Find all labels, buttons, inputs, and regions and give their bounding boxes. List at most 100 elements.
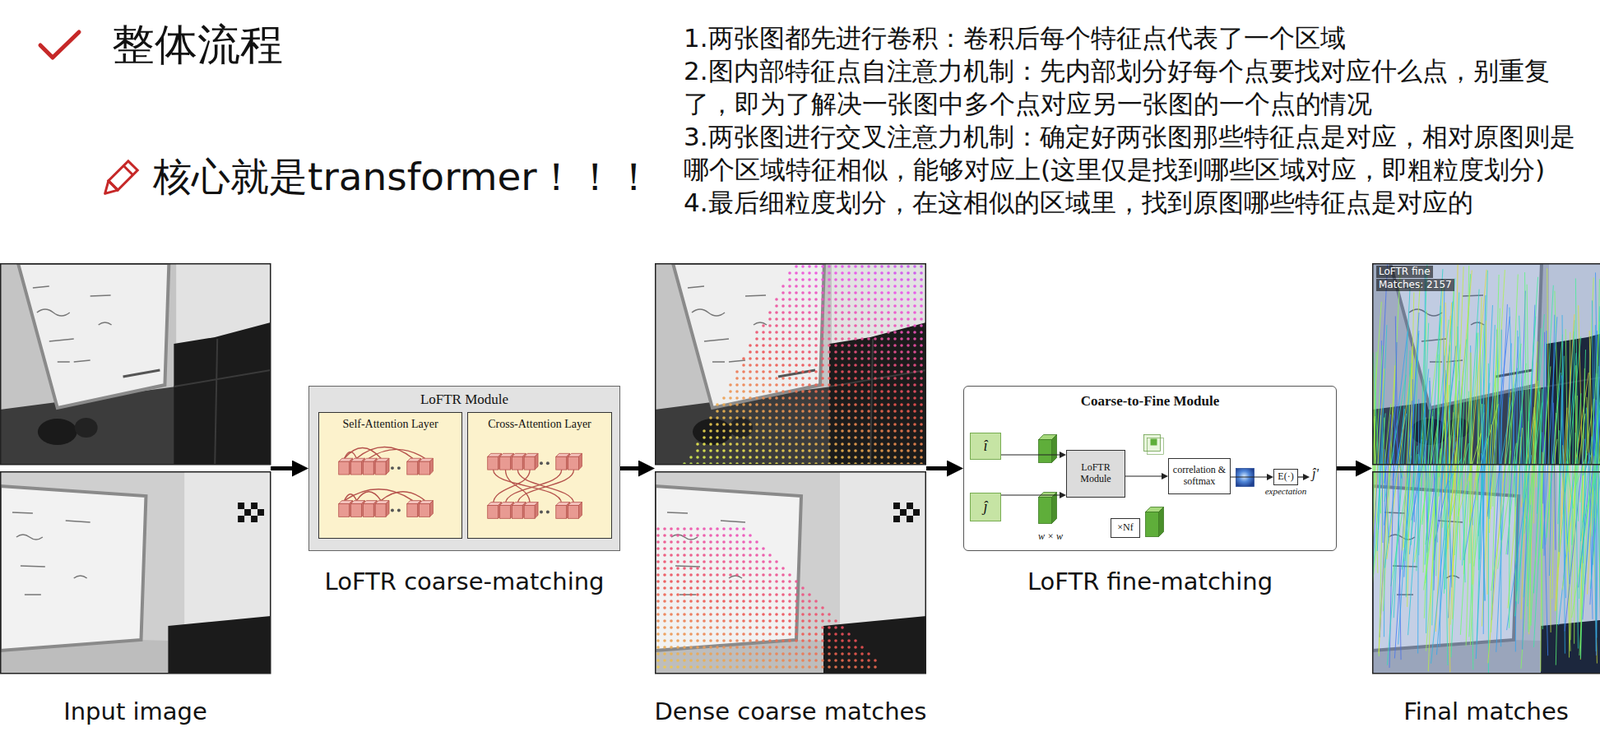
match-dots <box>801 455 805 460</box>
match-dots <box>834 337 838 341</box>
match-dots <box>794 284 798 288</box>
match-dots <box>853 403 858 407</box>
match-dots <box>919 429 923 433</box>
match-dots <box>827 619 831 623</box>
match-dots <box>709 658 713 663</box>
match-dots <box>761 343 766 348</box>
match-dots <box>794 612 798 617</box>
match-dots <box>774 383 779 387</box>
match-dots <box>860 409 864 413</box>
match-dots <box>794 599 798 603</box>
match-lines <box>1435 441 1457 542</box>
match-dots <box>880 363 884 367</box>
match-dots <box>880 278 884 282</box>
match-dots <box>702 429 706 433</box>
match-dots <box>873 291 877 295</box>
match-dots <box>827 435 831 440</box>
match-dots <box>722 547 726 551</box>
match-dots <box>801 442 805 446</box>
match-dots <box>886 396 891 400</box>
match-dots <box>788 632 792 636</box>
match-dots <box>867 389 871 394</box>
match-dots <box>820 626 825 630</box>
match-dots <box>709 416 713 420</box>
match-dots <box>801 429 805 433</box>
match-lines <box>1395 315 1401 660</box>
match-dots <box>873 455 877 460</box>
match-dots <box>709 553 713 557</box>
match-dots <box>702 547 706 551</box>
match-dots <box>742 599 746 603</box>
match-dots <box>807 264 812 269</box>
match-dots <box>781 317 785 321</box>
match-dots <box>913 337 917 341</box>
match-dots <box>899 337 904 341</box>
match-dots <box>715 632 719 636</box>
match-dots <box>873 324 877 328</box>
match-dots <box>893 317 897 321</box>
match-dots <box>847 337 851 341</box>
match-dots <box>761 599 766 603</box>
match-dots <box>847 264 851 269</box>
match-dots <box>761 389 766 394</box>
match-dots <box>715 442 719 446</box>
match-dots <box>827 363 831 367</box>
match-dots <box>906 370 910 374</box>
match-dots <box>781 449 785 453</box>
self-attention-figure <box>351 458 366 475</box>
match-dots <box>735 455 739 460</box>
match-dots <box>880 416 884 420</box>
match-lines <box>1485 320 1488 595</box>
match-dots <box>867 455 871 460</box>
match-dots <box>880 422 884 427</box>
match-dots <box>834 429 838 433</box>
match-dots <box>834 449 838 453</box>
match-dots <box>886 271 891 275</box>
match-dots <box>676 639 680 643</box>
match-dots <box>735 606 739 610</box>
match-dots <box>788 403 792 407</box>
match-dots <box>761 337 766 341</box>
match-dots <box>774 297 779 302</box>
match-dots <box>669 639 673 643</box>
match-dots <box>774 416 779 420</box>
loftr-module: LoFTR ModuleLoFTR coarse-matching Self-A… <box>308 385 621 552</box>
self-attention-figure <box>338 458 353 475</box>
dense-match-image: Dense coarse matches <box>654 263 927 674</box>
match-dots <box>682 573 687 577</box>
match-dots <box>768 310 772 315</box>
match-dots <box>722 435 726 440</box>
match-dots <box>807 297 812 302</box>
match-lines <box>1553 403 1556 551</box>
match-dots <box>886 278 891 282</box>
match-dots <box>847 416 851 420</box>
match-dots <box>663 540 667 544</box>
match-dots <box>860 396 864 400</box>
match-dots <box>748 422 752 427</box>
match-dots <box>919 370 923 374</box>
match-dots <box>709 606 713 610</box>
match-dots <box>794 626 798 630</box>
match-dots <box>748 389 752 394</box>
match-dots <box>709 652 713 656</box>
match-dots <box>728 566 733 571</box>
match-dots <box>748 665 752 669</box>
match-dots <box>676 645 680 650</box>
match-dots <box>663 612 667 617</box>
match-dots <box>755 357 759 361</box>
match-dots <box>742 363 746 367</box>
match-dots <box>913 370 917 374</box>
match-dots <box>755 409 759 413</box>
match-dots <box>820 337 825 341</box>
match-dots <box>814 639 818 643</box>
match-dots <box>899 278 904 282</box>
match-dots <box>682 632 687 636</box>
match-dots <box>906 363 910 367</box>
match-dots <box>886 449 891 453</box>
match-dots <box>814 403 818 407</box>
match-dots <box>755 645 759 650</box>
match-dots <box>715 403 719 407</box>
match-dots <box>663 665 667 669</box>
match-dots <box>715 606 719 610</box>
match-dots <box>748 639 752 643</box>
